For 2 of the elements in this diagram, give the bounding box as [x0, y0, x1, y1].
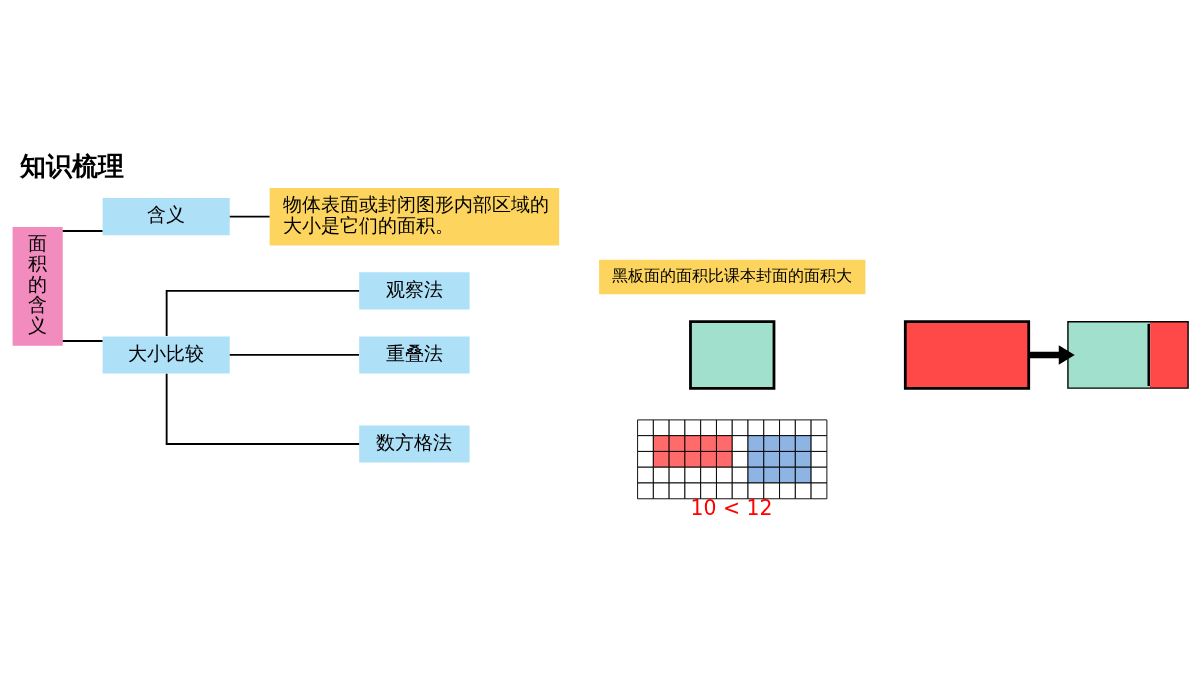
- diagram-title: 知识梳理: [20, 150, 125, 181]
- label: 10 < 12: [690, 495, 773, 520]
